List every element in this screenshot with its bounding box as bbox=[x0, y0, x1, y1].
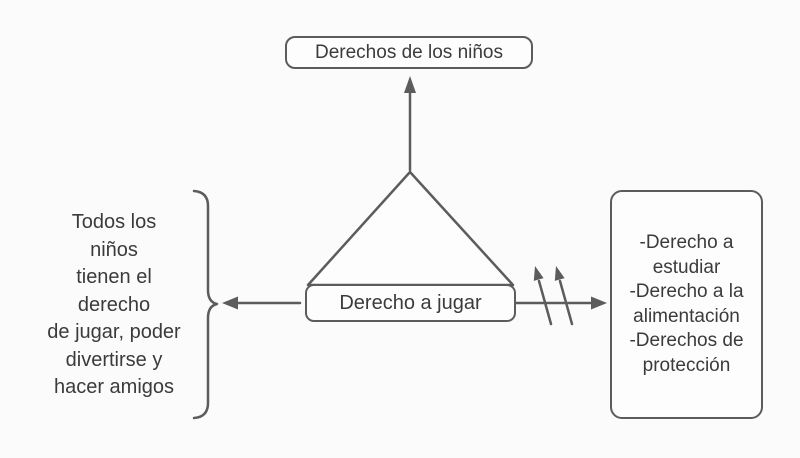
right-box: -Derecho a estudiar -Derecho a la alimen… bbox=[610, 190, 763, 419]
center-box: Derecho a jugar bbox=[305, 284, 516, 322]
arrow-up-icon bbox=[404, 76, 416, 172]
left-note-text: Todos los niños tienen el derecho de jug… bbox=[47, 211, 181, 398]
right-curly-brace-icon bbox=[192, 189, 219, 420]
arrow-right-icon bbox=[514, 296, 607, 310]
right-box-text: -Derecho a estudiar -Derecho a la alimen… bbox=[629, 232, 744, 376]
center-box-label: Derecho a jugar bbox=[339, 291, 482, 314]
triangle-shape bbox=[306, 170, 515, 287]
arrow-left-icon bbox=[222, 296, 302, 310]
double-diagonal-up-arrows-icon bbox=[533, 266, 574, 326]
title-box: Derechos de los niños bbox=[285, 36, 533, 69]
title-box-label: Derechos de los niños bbox=[315, 41, 503, 63]
